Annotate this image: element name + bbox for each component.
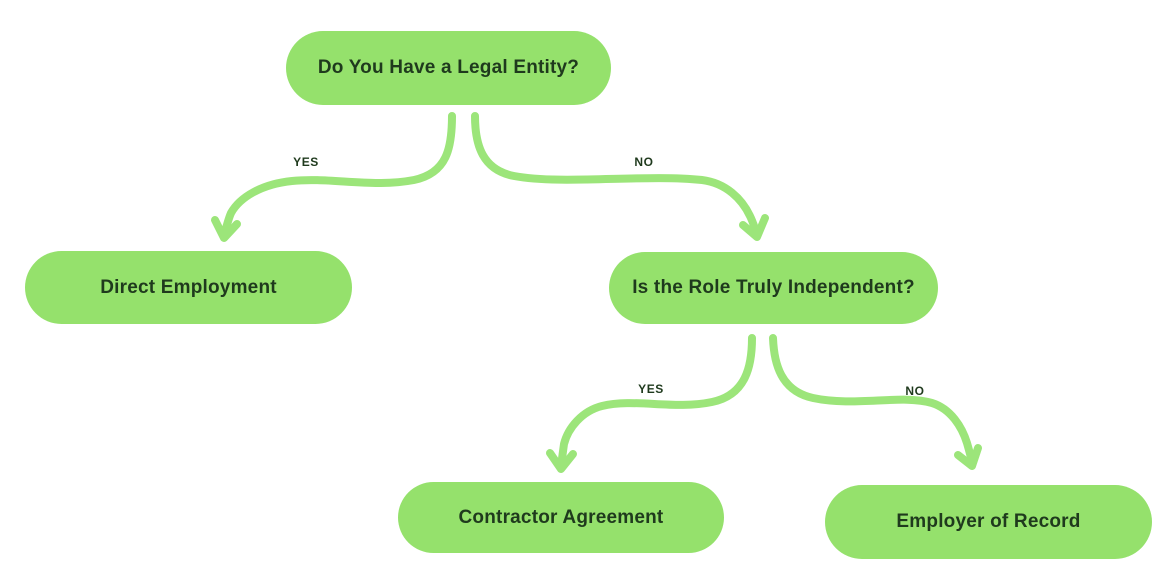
edge-root-yes-arrow [211, 112, 456, 242]
edge-label-root-no: NO [634, 155, 654, 169]
curved-connector [471, 112, 761, 238]
node-employer-of-record: Employer of Record [825, 485, 1152, 559]
edge-independent-no-arrow [769, 334, 982, 470]
edge-independent-yes-arrow [546, 334, 756, 473]
arrowhead-icon [211, 216, 241, 242]
curved-connector [220, 112, 456, 240]
node-independent-question: Is the Role Truly Independent? [609, 252, 938, 324]
node-label: Direct Employment [100, 276, 277, 298]
node-direct-employment: Direct Employment [25, 251, 352, 324]
node-label: Contractor Agreement [458, 506, 664, 528]
curved-connector [557, 334, 756, 470]
arrowhead-icon [739, 214, 769, 241]
edge-label-independent-yes: YES [638, 382, 664, 396]
edge-label-root-yes: YES [293, 155, 319, 169]
node-label: Employer of Record [896, 511, 1081, 532]
node-legal-entity-question: Do You Have a Legal Entity? [286, 31, 611, 105]
curved-connector [769, 334, 976, 466]
node-contractor-agreement: Contractor Agreement [398, 482, 724, 553]
edge-label-independent-no: NO [905, 384, 925, 398]
arrowhead-icon [546, 449, 577, 473]
arrowhead-icon [954, 444, 982, 470]
node-label: Is the Role Truly Independent? [632, 277, 915, 298]
edge-root-no-arrow [471, 112, 769, 241]
node-label: Do You Have a Legal Entity? [317, 57, 580, 78]
